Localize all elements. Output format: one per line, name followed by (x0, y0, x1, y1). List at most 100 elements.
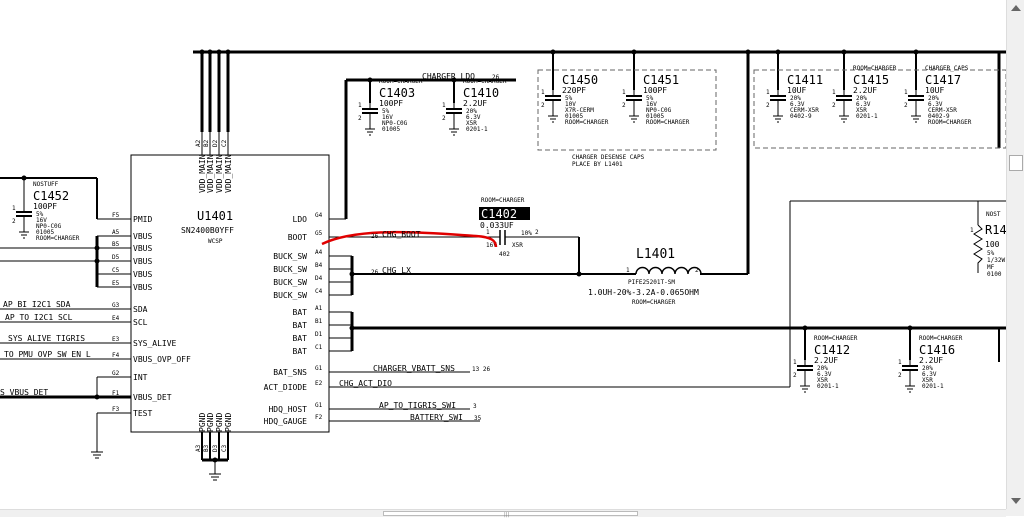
c1417-capacitor[interactable]: 12CHARGER_CAPSC141710UF20%6.3VCERM-X5R04… (904, 65, 972, 126)
pin-name: VBUS_OVP_OFF (133, 355, 191, 364)
r14-value: 100 (985, 240, 1000, 249)
pin-number: D2 (212, 139, 219, 147)
c1415-size: 0201-1 (856, 113, 878, 120)
c1416-refdes: C1416 (919, 343, 955, 357)
c1410-refdes: C1410 (463, 86, 499, 100)
net-chg-act-dio: CHG_ACT_DIO (339, 379, 392, 388)
pin-number: C5 (112, 267, 120, 274)
c1417-tolerance: 20% (928, 95, 939, 102)
c1451-capacitor[interactable]: 12C1451100PF5%16VNP0-C0G01005ROOM=CHARGE… (622, 73, 690, 126)
pin-name: PGND (215, 413, 224, 432)
pin-name: SDA (133, 305, 148, 314)
ground-symbols (91, 451, 221, 481)
c1412-dielectric: X5R (817, 377, 828, 384)
c1450-capacitor[interactable]: 12C1450220PF5%10VX7R-CERM01005ROOM=CHARG… (541, 73, 609, 126)
l1401-room: ROOM=CHARGER (632, 299, 676, 306)
c1451-room: ROOM=CHARGER (646, 119, 690, 126)
pin-number: B3 (203, 444, 210, 452)
pin-name: VBUS (133, 283, 152, 292)
r14-tol: 5% (987, 250, 995, 257)
vertical-scroll-thumb[interactable] (1009, 155, 1023, 171)
horizontal-scroll-thumb[interactable]: ||| (383, 511, 638, 518)
scroll-down-icon[interactable] (1011, 498, 1021, 504)
pin-name: VBUS (133, 257, 152, 266)
r14-resistor[interactable]: NOST R14 1 100 5% 1/32W MF 0100 (970, 211, 1006, 278)
l1401-spec: 1.0UH-20%-3.2A-0.065OHM (588, 288, 699, 297)
c1450-tolerance: 5% (565, 95, 573, 102)
c1402-tolerance: 10% (521, 230, 532, 237)
net-charger-ldo: CHARGER_LDO (422, 72, 475, 81)
c1415-pin1: 1 (832, 89, 836, 96)
pin-number: C2 (221, 139, 228, 147)
c1411-tolerance: 20% (790, 95, 801, 102)
c1415-refdes: C1415 (853, 73, 889, 87)
pin-name: VDD_MAIN (206, 154, 215, 193)
c1403-tolerance: 5% (382, 108, 390, 115)
pin-name: BUCK_SW (273, 252, 307, 261)
c1411-value: 10UF (787, 86, 806, 95)
pin-number: B4 (315, 262, 323, 269)
c1450-voltage: 10V (565, 101, 576, 108)
scrollbar-corner (1006, 509, 1024, 516)
pin-name: SCL (133, 318, 148, 327)
l1401-refdes: L1401 (636, 247, 675, 262)
pin-number: G1 (315, 402, 323, 409)
l1401-inductor[interactable]: L1401 1 2 PIFE25201T-SM 1.0UH-20%-3.2A-0… (588, 247, 702, 306)
pin-name: BAT (293, 334, 308, 343)
c1416-pin1: 1 (898, 359, 902, 366)
c1416-size: 0201-1 (922, 383, 944, 390)
desense-note-1: CHARGER DESENSE CAPS (572, 154, 645, 161)
c1415-tolerance: 20% (856, 95, 867, 102)
pin-name: VBUS (133, 232, 152, 241)
c1451-voltage: 16V (646, 101, 657, 108)
c1417-room: ROOM=CHARGER (928, 119, 972, 126)
c1402-pin2: 2 (535, 229, 539, 236)
c1412-pin2: 2 (793, 372, 797, 379)
u1401-body[interactable] (130, 154, 330, 433)
c1403-capacitor[interactable]: 12ROOM=CHARGERC1403100PF5%16VNP0-C0G0100… (358, 78, 423, 136)
c1403-pin2: 2 (358, 115, 362, 122)
pin-name: VDD_MAIN (224, 154, 233, 193)
vertical-scrollbar[interactable] (1006, 0, 1024, 509)
l1401-part: PIFE25201T-SM (628, 279, 675, 286)
c1451-pin1: 1 (622, 89, 626, 96)
chip-refdes: U1401 (197, 209, 233, 223)
pin-number: A3 (195, 444, 202, 452)
pin-name: VDD_MAIN (198, 154, 207, 193)
l1401-pin1: 1 (626, 267, 630, 274)
c1415-voltage: 6.3V (856, 101, 871, 108)
pin-name: VBUS (133, 270, 152, 279)
pin-number: E3 (112, 336, 120, 343)
c1410-pin1: 1 (442, 102, 446, 109)
pin-name: BUCK_SW (273, 265, 307, 274)
net-ap-to-tigris-swi: AP_TO_TIGRIS_SWI (379, 401, 456, 410)
c1403-pin1: 1 (358, 102, 362, 109)
pin-name: SYS_ALIVE (133, 339, 177, 348)
c1402-refdes: C1402 (481, 207, 517, 221)
pin-number: B1 (315, 318, 323, 325)
c1403-refdes: C1403 (379, 86, 415, 100)
net-ap-to-tigris-swi-ref: 3 (473, 403, 477, 410)
c1412-value: 2.2UF (814, 356, 838, 365)
net-charger-ldo-ref: 26 (492, 74, 500, 81)
c1452-capacitor[interactable]: 12NOSTUFFC1452100PF5%16VNP0-C0G01005ROOM… (12, 181, 80, 242)
c1416-value: 2.2UF (919, 356, 943, 365)
c1415-top-label: ROOM=CHARGER (853, 65, 897, 72)
c1417-refdes: C1417 (925, 73, 961, 87)
capacitors: 12NOSTUFFC1452100PF5%16VNP0-C0G01005ROOM… (12, 65, 972, 393)
c1402-capacitor[interactable]: ROOM=CHARGER C1402 0.033UF 10% 1 2 16V X… (479, 197, 539, 258)
pin-name: TEST (133, 409, 152, 418)
c1410-value: 2.2UF (463, 99, 487, 108)
pin-name: LDO (293, 215, 308, 224)
c1412-pin1: 1 (793, 359, 797, 366)
net-ap-to-i2c1-scl: AP_TO_I2C1_SCL (5, 313, 73, 322)
c1416-voltage: 6.3V (922, 371, 937, 378)
scroll-up-icon[interactable] (1011, 5, 1021, 11)
